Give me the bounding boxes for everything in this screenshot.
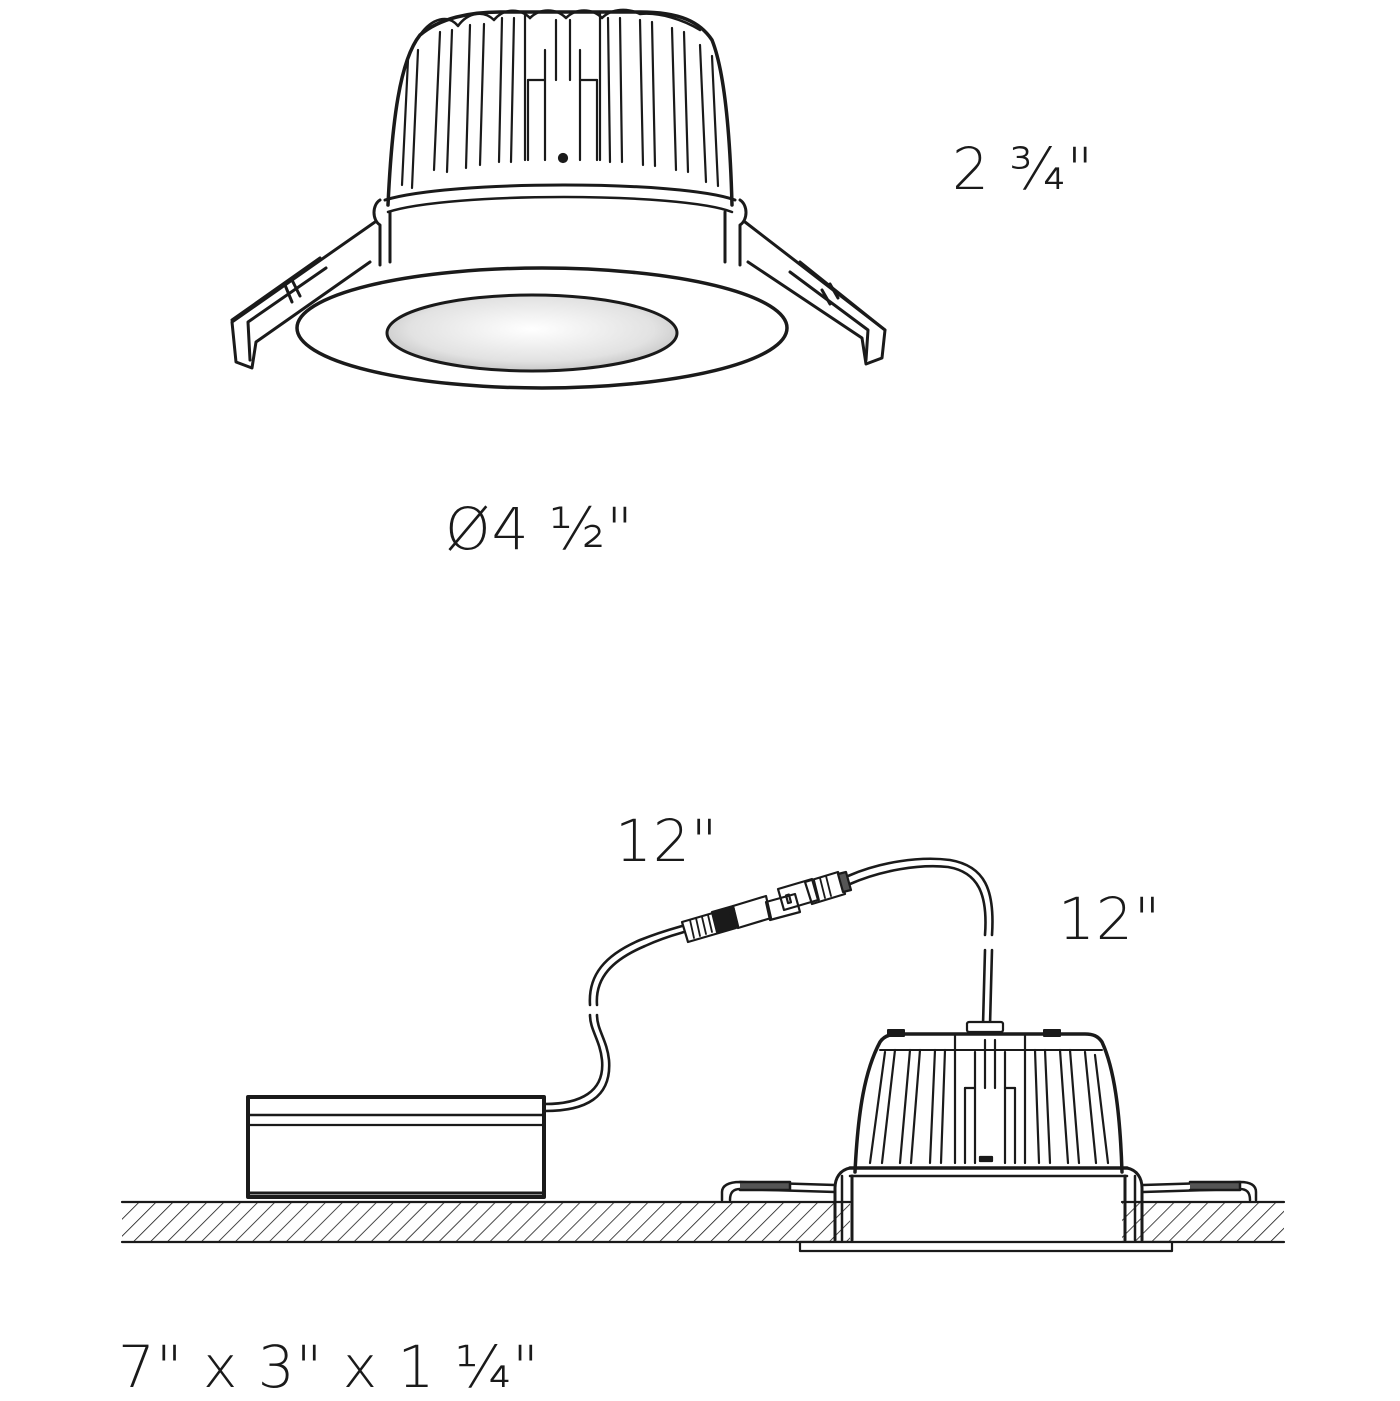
heat-sink [383,8,737,214]
ceiling-section [120,1200,1286,1244]
connector-female [776,870,853,912]
spring-clip-right [743,220,887,366]
driver-box [246,1095,546,1199]
lens [385,293,679,373]
driver-cable [543,924,686,1113]
fixture-installed [720,1020,1258,1253]
housing [372,198,748,267]
diameter-dimension-label: Ø4 ½" [445,495,634,563]
spring-clip-flat-right [1140,1180,1258,1202]
driver-dimensions-label: 7" x 3" x 1 ¼" [118,1333,540,1401]
spring-clip-flat-left [720,1180,837,1202]
fixture-cable [846,857,994,1027]
spring-clip-left [230,220,377,370]
fixture-perspective [230,8,887,390]
fixture-cable-length-label: 12" [1058,885,1162,953]
driver-cable-length-label: 12" [615,807,719,875]
height-dimension-label: 2 ¾" [952,135,1095,203]
